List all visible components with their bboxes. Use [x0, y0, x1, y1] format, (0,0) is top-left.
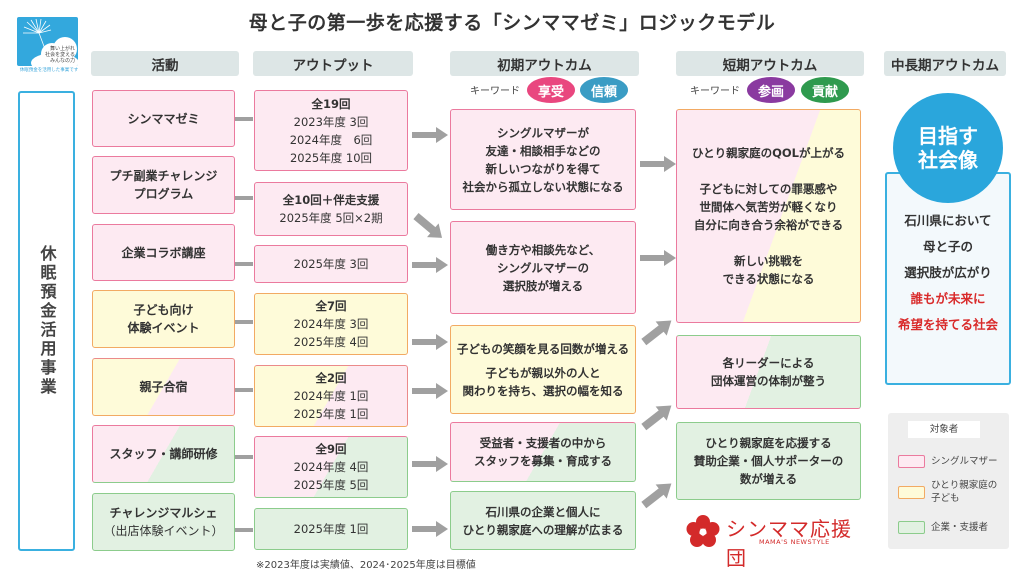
short-outcome-box: ひとり親家庭を応援する賛助企業・個人サポーターの 数が増える	[676, 422, 861, 500]
arrow-up-right-icon	[641, 320, 672, 346]
output-box: 全10回＋伴走支援 2025年度 5回×2期	[254, 182, 408, 236]
legend-swatch-green	[898, 521, 925, 534]
arrow-right-icon	[412, 456, 448, 472]
arrow-right-icon	[412, 334, 448, 350]
legend-swatch-pink	[898, 455, 925, 468]
arrow-up-right-icon	[641, 483, 672, 509]
header-initial-outcomes: 初期アウトカム	[450, 51, 639, 76]
arrow-right-icon	[412, 127, 448, 143]
legend-item: ひとり親家庭の子ども	[898, 479, 1008, 505]
page-title: 母と子の第一歩を応援する「シンママゼミ」ロジックモデル	[248, 12, 776, 34]
activity-box: シンママゼミ	[92, 90, 235, 147]
initial-outcome-box: 石川県の企業と個人にひとり親家庭への理解が広まる	[450, 491, 636, 550]
arrow-right-icon	[412, 383, 448, 399]
arrow-down-right-icon	[413, 213, 443, 238]
arrow-right-icon	[412, 521, 448, 537]
logo-tagline: 舞い上がれ社会を変えるみんなの力	[45, 46, 75, 64]
goal-box: 石川県において母と子の選択肢が広がり 誰もが未来に希望を持てる社会	[885, 172, 1011, 385]
connector-bar	[235, 320, 253, 324]
program-label-box: 休眠預金活用事業	[18, 91, 75, 551]
connector-bar	[235, 528, 253, 532]
activity-box: プチ副業チャレンジプログラム	[92, 156, 235, 214]
keyword-pill-koken: 貢献	[801, 77, 849, 103]
program-label: 休眠預金活用事業	[37, 245, 57, 397]
keyword-pill-sankaku: 参画	[747, 77, 795, 103]
header-mid-long-outcomes: 中長期アウトカム	[884, 51, 1006, 76]
connector-bar	[235, 196, 253, 200]
connector-bar	[235, 117, 253, 121]
output-box: 2025年度 1回	[254, 508, 408, 550]
initial-outcome-box: 受益者・支援者の中からスタッフを募集・育成する	[450, 422, 636, 482]
arrow-up-right-icon	[641, 405, 672, 431]
output-box: 2025年度 3回	[254, 245, 408, 283]
initial-outcome-box: 子どもの笑顔を見る回数が増える 子どもが親以外の人と関わりを持ち、選択の幅を知る	[450, 325, 636, 414]
keyword-pill-shinrai: 信頼	[580, 77, 628, 103]
keyword-label-short: キーワード	[690, 86, 740, 97]
brand-subtitle: MAMA'S NEWSTYLE	[759, 538, 830, 546]
goal-circle: 目指す社会像	[893, 93, 1003, 203]
brand-name: シンママ応援団	[726, 517, 852, 570]
activity-box: チャレンジマルシェ（出店体験イベント）	[92, 493, 235, 551]
initial-outcome-box: 働き方や相談先など、シングルマザーの 選択肢が増える	[450, 221, 636, 314]
keyword-label-initial: キーワード	[470, 86, 520, 97]
activity-box: 子ども向け体験イベント	[92, 290, 235, 348]
keyword-pill-kyoju: 享受	[527, 77, 575, 103]
legend: 対象者 シングルマザー ひとり親家庭の子ども 企業・支援者	[888, 413, 1009, 549]
legend-swatch-yellow	[898, 486, 925, 499]
activity-box: スタッフ・講師研修	[92, 425, 235, 483]
connector-bar	[235, 455, 253, 459]
header-activities: 活動	[91, 51, 239, 76]
logo-caption: 休眠預金を活用した事業です	[19, 68, 79, 73]
activity-box: 親子合宿	[92, 358, 235, 416]
legend-item: 企業・支援者	[898, 521, 988, 534]
legend-item: シングルマザー	[898, 455, 998, 468]
legend-title: 対象者	[908, 421, 980, 438]
short-outcome-box: ひとり親家庭のQOLが上がる 子どもに対しての罪悪感や世間体へ気苦労が軽くなり …	[676, 109, 861, 323]
logo: 舞い上がれ社会を変えるみんなの力	[17, 17, 78, 66]
arrow-right-icon	[640, 156, 676, 172]
connector-bar	[235, 262, 253, 266]
footnote: ※2023年度は実績値、2024･2025年度は目標値	[256, 560, 476, 571]
arrow-right-icon	[412, 257, 448, 273]
initial-outcome-box: シングルマザーが友達・相談相手などの 新しいつながりを得て社会から孤立しない状態…	[450, 109, 636, 210]
activity-box: 企業コラボ講座	[92, 224, 235, 281]
header-outputs: アウトプット	[253, 51, 413, 76]
short-outcome-box: 各リーダーによる団体運営の体制が整う	[676, 335, 861, 409]
header-short-outcomes: 短期アウトカム	[676, 51, 864, 76]
plum-blossom-icon	[686, 515, 720, 547]
arrow-right-icon	[640, 250, 676, 266]
brand-logo: シンママ応援団 MAMA'S NEWSTYLE	[686, 513, 856, 570]
connector-bar	[235, 388, 253, 392]
